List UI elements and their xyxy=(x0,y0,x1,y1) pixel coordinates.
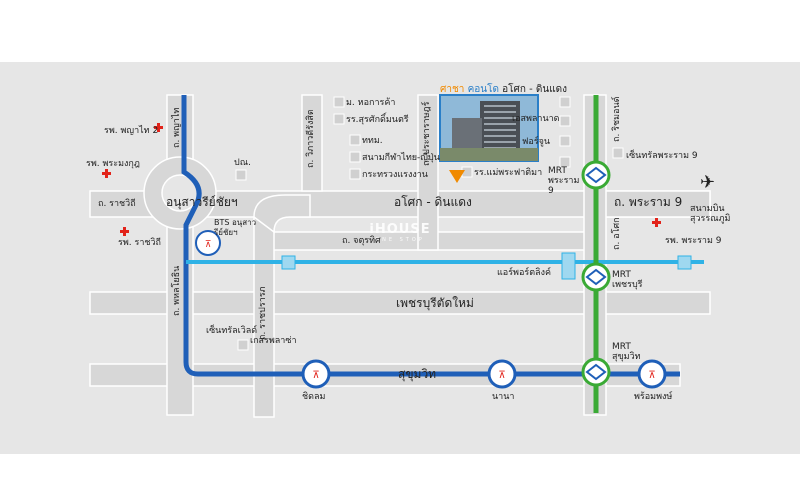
place-fortune: ฟอร์จูน xyxy=(522,137,551,147)
road-label-phahonyothin: ถ. พหลโยธิน xyxy=(172,265,182,316)
road-phetchaburi xyxy=(89,291,711,315)
landmark-square xyxy=(559,115,571,127)
place-esplanade: เอสพลานาด xyxy=(512,114,560,124)
landmark-square xyxy=(612,147,624,159)
place-surasak-school: รร.สุรศักดิ์มนตรี xyxy=(346,115,409,125)
place-thai-japan-stadium: สนามกีฬาไทย-ญี่ปุ่น xyxy=(362,153,440,163)
place-labour-ministry: กระทรวงแรงงาน xyxy=(362,170,428,180)
place-rama9-hospital: รพ. พระราม 9 xyxy=(665,236,722,246)
landmark-square xyxy=(235,169,247,181)
road-label-chaturathit: ถ. จตุรทิศ xyxy=(342,236,381,246)
airplane-icon: ✈ xyxy=(700,172,715,193)
place-phramongkut-hospital: รพ. พระมงกุฎ xyxy=(86,159,140,169)
arl-makkasan-box xyxy=(561,252,576,280)
svg-text:⊼: ⊼ xyxy=(312,370,319,381)
road-label-asok-dindaeng: อโศก - ดินแดง xyxy=(394,195,472,209)
road-label-asok: ถ. อโศก xyxy=(612,217,622,250)
mrt-station-phetchaburi-icon xyxy=(581,262,611,292)
road-label-vibhavadi: ถ. วิภาวดีรังสิต xyxy=(306,109,316,168)
bts-station-victory-icon: ⊼ xyxy=(195,230,221,256)
station-mrt-sukhumvit-label: MRT สุขุมวิท xyxy=(612,342,641,362)
station-mrt-rama9-label: MRT พระราม 9 xyxy=(548,166,580,196)
road-rama9 xyxy=(599,190,711,218)
road-ratchaprarop-curve xyxy=(253,194,311,234)
bts-station-chidlom-icon: ⊼ xyxy=(301,359,331,389)
place-airport: สนามบิน สุวรรณภูมิ xyxy=(690,204,731,224)
station-bts-chidlom-label: ชิดลม xyxy=(302,392,326,402)
road-label-ratchaprarop: ถ. ราชปรารภ xyxy=(258,286,268,340)
landmark-square xyxy=(559,156,571,168)
station-mrt-phetchaburi-label: MRT เพชรบุรี xyxy=(612,270,643,290)
road-phahonyothin xyxy=(166,94,194,416)
road-label-ratchawithi: ถ. ราชวิถี xyxy=(98,199,136,209)
landmark-square xyxy=(349,134,361,146)
landmark-square xyxy=(333,96,345,108)
place-phyathai2-hospital: รพ. พญาไท 2 xyxy=(104,126,159,136)
road-label-phayathai: ถ. พญาไท xyxy=(172,107,182,148)
arl-station-box xyxy=(281,255,296,270)
bts-sukhumvit-line xyxy=(181,95,680,377)
hospital-icon xyxy=(102,123,661,236)
station-bts-victory-label: BTS อนุสาวรีย์ชัยฯ xyxy=(214,218,257,237)
project-building-image xyxy=(439,94,539,162)
landmark-square xyxy=(333,113,345,125)
landmark-square xyxy=(237,339,249,351)
station-arl-makkasan-label: แอร์พอร์ตลิงค์ xyxy=(497,268,551,278)
station-bts-nana-label: นานา xyxy=(492,392,515,402)
svg-text:⊼: ⊼ xyxy=(205,240,212,250)
mrt-station-rama9-icon xyxy=(581,160,611,190)
bts-station-phromphong-icon: ⊼ xyxy=(637,359,667,389)
arl-station-box-2 xyxy=(677,255,692,270)
road-pracharat xyxy=(417,94,439,251)
road-label-phetchaburi: เพชรบุรีตัดใหม่ xyxy=(396,296,474,310)
road-label-sukhumvit: สุขุมวิท xyxy=(398,367,437,381)
place-ttm: ททม. xyxy=(362,136,383,146)
place-platinum: เกสรพลาซ่า xyxy=(250,336,297,346)
place-central-world: เซ็นทรัลเวิลด์ xyxy=(206,326,258,336)
watermark-logo: iHOUSE ONE STOP xyxy=(369,222,431,243)
victory-monument-label: อนุสาวรีย์ชัยฯ xyxy=(166,195,238,209)
bts-station-nana-icon: ⊼ xyxy=(487,359,517,389)
road-vibhavadi xyxy=(301,94,323,192)
place-ratchawithi-hospital: รพ. ราชวิถี xyxy=(118,238,161,248)
landmark-square xyxy=(559,96,571,108)
project-location-marker xyxy=(449,170,465,183)
station-bts-phromphong-label: พร้อมพงษ์ xyxy=(634,392,673,402)
svg-text:⊼: ⊼ xyxy=(498,370,505,381)
project-title: ศาชา คอนโด อโศก - ดินแดง xyxy=(440,84,568,95)
svg-text:⊼: ⊼ xyxy=(648,370,655,381)
landmark-square xyxy=(349,168,361,180)
place-central-rama9: เซ็นทรัลพระราม 9 xyxy=(626,151,698,161)
place-post-office: ปณ. xyxy=(234,158,251,168)
road-label-asok-top: ถ. ริชมอนด์ xyxy=(612,96,622,142)
landmark-square xyxy=(349,151,361,163)
mrt-station-sukhumvit-icon xyxy=(581,357,611,387)
map-background xyxy=(0,62,800,454)
place-maephra-school: รร.แม่พระฟาติมา xyxy=(474,168,543,178)
road-label-rama9: ถ. พระราม 9 xyxy=(614,195,683,209)
place-dorm: ม. หอการค้า xyxy=(346,98,396,108)
landmark-square xyxy=(559,135,571,147)
